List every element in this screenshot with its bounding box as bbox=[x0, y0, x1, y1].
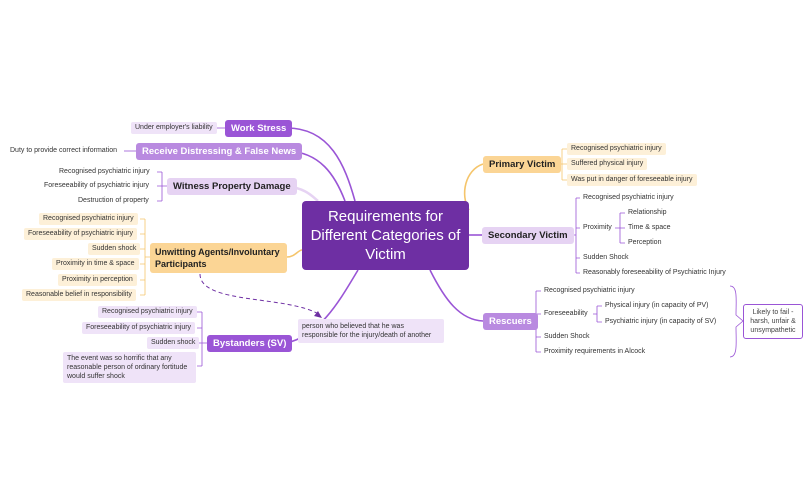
leaf-bystanders-3[interactable]: The event was so horrific that any reaso… bbox=[63, 352, 196, 383]
leaf-secondary-0[interactable]: Recognised psychiatric injury bbox=[583, 194, 674, 201]
leaf-foreseeability-0[interactable]: Physical injury (in capacity of PV) bbox=[605, 302, 709, 309]
dashed-link-arrowhead bbox=[314, 311, 322, 318]
leaf-unwitting-2[interactable]: Sudden shock bbox=[88, 243, 141, 255]
leaf-bystanders-1[interactable]: Foreseeability of psychiatric injury bbox=[82, 322, 196, 334]
bracket-proximity bbox=[615, 212, 625, 244]
leaf-secondary-3[interactable]: Reasonably foreseeability of Psychiatric… bbox=[583, 269, 726, 276]
leaf-secondary-1[interactable]: Proximity bbox=[583, 224, 612, 231]
leaf-unwitting-0[interactable]: Recognised psychiatric injury bbox=[39, 213, 138, 225]
bracket-foreseeability bbox=[593, 305, 602, 323]
topic-rescuers[interactable]: Rescuers bbox=[483, 313, 538, 330]
link-rescuers bbox=[429, 269, 484, 322]
central-topic[interactable]: Requirements for Different Categories of… bbox=[302, 201, 469, 270]
leaf-unwitting-3[interactable]: Proximity in time & space bbox=[52, 258, 139, 270]
leaf-bystanders-2[interactable]: Sudden shock bbox=[147, 337, 200, 349]
leaf-work-stress-0[interactable]: Under employer's liability bbox=[131, 122, 217, 134]
topic-work-stress[interactable]: Work Stress bbox=[225, 120, 293, 137]
topic-receive-news[interactable]: Receive Distressing & False News bbox=[136, 143, 303, 160]
leaf-bystanders-0[interactable]: Recognised psychiatric injury bbox=[98, 306, 197, 318]
leaf-witness-property-0[interactable]: Recognised psychiatric injury bbox=[59, 168, 150, 175]
topic-secondary-victim[interactable]: Secondary Victim bbox=[482, 227, 574, 244]
leaf-rescuers-3[interactable]: Proximity requirements in Alcock bbox=[544, 348, 646, 355]
leaf-rescuers-2[interactable]: Sudden Shock bbox=[544, 333, 590, 340]
note-rescuers-summary[interactable]: Likely to fail - harsh, unfair & unsympa… bbox=[743, 304, 803, 339]
leaf-primary-2[interactable]: Was put in danger of foreseeable injury bbox=[567, 174, 697, 186]
leaf-proximity-2[interactable]: Perception bbox=[628, 239, 662, 246]
topic-primary-victim[interactable]: Primary Victim bbox=[483, 156, 562, 173]
leaf-unwitting-5[interactable]: Reasonable belief in responsibility bbox=[22, 289, 136, 301]
leaf-secondary-2[interactable]: Sudden Shock bbox=[583, 254, 629, 261]
leaf-unwitting-4[interactable]: Proximity in perception bbox=[58, 274, 137, 286]
topic-bystanders[interactable]: Bystanders (SV) bbox=[207, 335, 293, 352]
brace-rescuers-summary bbox=[729, 285, 744, 358]
dashed-link-note bbox=[199, 273, 321, 316]
bracket-witness-property bbox=[157, 171, 167, 202]
leaf-proximity-0[interactable]: Relationship bbox=[628, 209, 667, 216]
note-unwitting-agents[interactable]: person who believed that he was responsi… bbox=[298, 319, 444, 343]
leaf-foreseeability-1[interactable]: Psychiatric injury (in capacity of SV) bbox=[605, 318, 717, 325]
leaf-unwitting-1[interactable]: Foreseeability of psychiatric injury bbox=[24, 228, 138, 240]
leaf-proximity-1[interactable]: Time & space bbox=[628, 224, 671, 231]
topic-unwitting-agents[interactable]: Unwitting Agents/Involuntary Participant… bbox=[150, 243, 287, 273]
link-work-stress bbox=[286, 127, 356, 202]
leaf-rescuers-1[interactable]: Foreseeability bbox=[544, 310, 588, 317]
leaf-witness-property-1[interactable]: Foreseeability of psychiatric injury bbox=[44, 182, 150, 189]
leaf-primary-1[interactable]: Suffered physical injury bbox=[567, 158, 648, 170]
leaf-receive-news-0[interactable]: Duty to provide correct information bbox=[10, 147, 117, 154]
topic-witness-property[interactable]: Witness Property Damage bbox=[167, 178, 297, 195]
leaf-primary-0[interactable]: Recognised psychiatric injury bbox=[567, 143, 666, 155]
link-unwitting-agents bbox=[286, 249, 303, 258]
bracket-unwitting bbox=[140, 218, 150, 296]
leaf-rescuers-0[interactable]: Recognised psychiatric injury bbox=[544, 287, 635, 294]
leaf-witness-property-2[interactable]: Destruction of property bbox=[78, 197, 149, 204]
